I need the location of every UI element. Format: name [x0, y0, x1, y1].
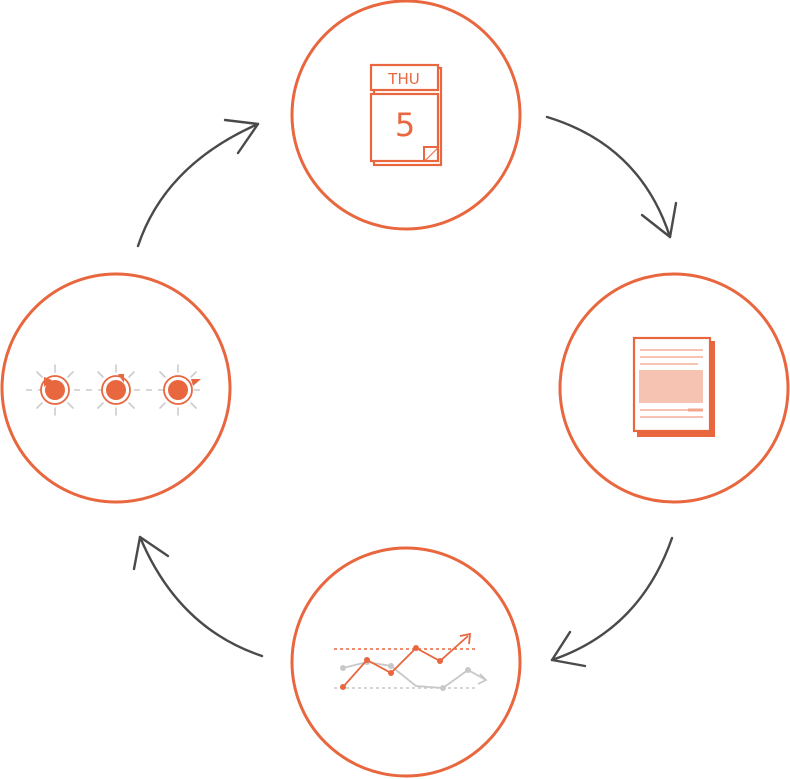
trend-node [290, 546, 522, 778]
arrow-alerts-to-calendar [136, 118, 260, 248]
alert-lights-icon [26, 364, 206, 416]
calendar-date-label: 5 [395, 106, 415, 144]
alert-light-1 [36, 364, 74, 416]
alert-light-2 [97, 364, 135, 416]
line-trend-chart-icon [334, 632, 488, 691]
trend-node-circle [290, 546, 522, 778]
arrow-calendar-to-report [545, 115, 678, 239]
alerts-node [0, 272, 232, 504]
alert-light-3 [159, 364, 201, 416]
calendar-icon: THU 5 [369, 63, 443, 167]
report-node [558, 272, 790, 504]
calendar-node: THU 5 [290, 0, 522, 231]
arrow-report-to-trend [550, 536, 674, 668]
calendar-day-label: THU [387, 70, 419, 88]
report-document-icon [632, 336, 715, 437]
arrow-trend-to-alerts [132, 535, 264, 658]
